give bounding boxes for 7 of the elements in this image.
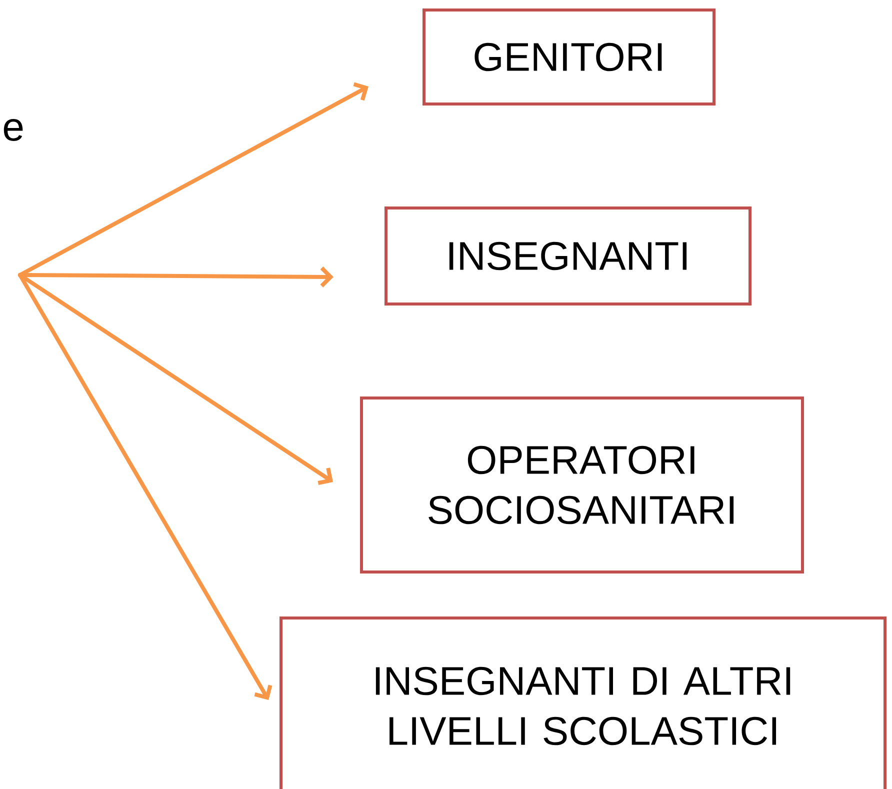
arrow — [18, 273, 272, 700]
text-box: GENITORI — [422, 8, 716, 106]
text-box: OPERATORI SOCIOSANITARI — [360, 396, 804, 574]
text-box: INSEGNANTI — [384, 206, 752, 306]
arrow — [18, 266, 334, 288]
text-box: INSEGNANTI DI ALTRI LIVELLI SCOLASTICI — [280, 616, 886, 789]
text-fragment: e — [4, 119, 23, 141]
